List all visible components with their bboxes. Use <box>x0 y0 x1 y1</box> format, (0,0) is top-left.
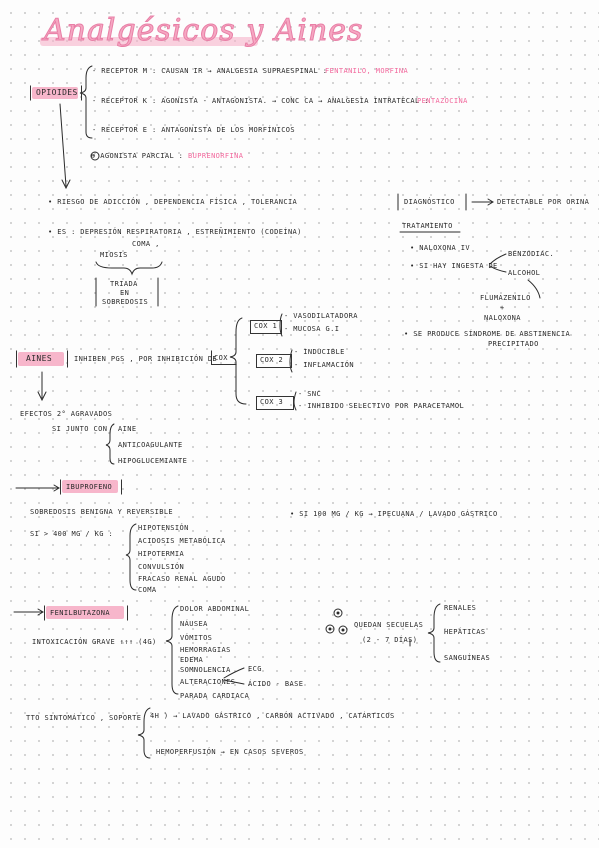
tratamiento-label: Tratamiento <box>402 222 453 230</box>
receptor-mu: - receptor µ : causan Ir → analgesia sup… <box>92 67 328 75</box>
plus-sign: + <box>500 304 505 312</box>
alcohol: alcohol <box>508 269 541 277</box>
symptom-3: vómitos <box>180 634 213 642</box>
symptom-6: somnolencia <box>180 666 231 674</box>
title-highlight <box>40 37 258 46</box>
triada-text-1: triada <box>110 280 138 288</box>
dosis-400: si > 400 mg / kg : <box>30 530 114 538</box>
opioides-highlight <box>32 87 78 99</box>
tto-sintomatico: TTO sintomático , soporte <box>26 714 142 722</box>
ibuprofeno-effect-1: hipotensión <box>138 524 189 532</box>
receptor-epsilon: - receptor E : antagonista de los morfín… <box>92 126 296 134</box>
naloxona-line: • naloxona IV <box>410 244 470 252</box>
ibuprofeno-effect-6: coma <box>138 586 157 594</box>
riesgo-line: • riesgo de adicción , dependencia físic… <box>48 198 298 206</box>
aines-highlight <box>18 352 64 366</box>
cox1-box <box>250 320 282 334</box>
cox3-label: COX 3 <box>260 398 284 406</box>
cox2-box <box>256 354 292 368</box>
fenilbutazona-highlight <box>46 606 124 619</box>
naloxona-2: naloxona <box>484 314 521 322</box>
cox3-box <box>256 396 294 410</box>
aines-text: inhiben PGs , por inhibición de <box>74 355 218 363</box>
si-junto-con: si junto con <box>52 425 108 433</box>
cox2-label: COX 2 <box>260 356 284 364</box>
benzodiacepinas: benzodiac. <box>508 250 555 258</box>
ecg: ECG <box>248 665 262 673</box>
receptor-mu-examples: fentanilo, morfina <box>325 67 409 75</box>
coma-text: coma , <box>132 240 160 248</box>
ibuprofeno-effect-4: convulsión <box>138 563 185 571</box>
fenilbutazona-label: Fenilbutazona <box>50 609 110 617</box>
secuela-renales: renales <box>444 604 477 612</box>
si-100-mg: • si 100 mg / kg → ipecuana / lavado gás… <box>290 510 498 518</box>
ibuprofeno-label: Ibuprofeno <box>66 483 113 491</box>
symptom-8: parada cardiaca <box>180 692 250 700</box>
ibuprofeno-effect-3: hipotermia <box>138 550 185 558</box>
ibuprofeno-effect-2: acidosis metabólica <box>138 537 226 545</box>
intoxicacion-grave: intoxicación grave ↑↑↑ (4g) <box>32 638 157 646</box>
fenilbutazona-box <box>44 605 128 621</box>
efecto-anticoagulante: anticoagulante <box>118 441 183 449</box>
ibuprofeno-effect-5: fracaso renal agudo <box>138 575 226 583</box>
sobredosis-benigna: sobredosis benigna y reversible <box>30 508 174 516</box>
sindrome-precipitado: precipitado <box>488 340 539 348</box>
secuela-sanguineas: sanguíneas <box>444 654 491 662</box>
efecto-aine: Aine <box>118 425 137 433</box>
symptom-2: náusea <box>180 620 208 628</box>
cox2-a: - inducible <box>294 348 345 356</box>
ibuprofeno-highlight <box>62 480 118 493</box>
opioides-label: Opioides <box>36 88 78 97</box>
diagnostico-text: detectable por orina <box>497 198 590 206</box>
receptor-kappa: - receptor K : agonista - antagonista. →… <box>92 97 429 105</box>
cox1-b: - mucosa G.I <box>284 325 340 333</box>
sindrome-abstinencia: • se produce síndrome de abstinencia <box>404 330 571 338</box>
aines-box <box>16 350 68 368</box>
symptom-1: dolor abdominal <box>180 605 250 613</box>
cox1-a: - vasodilatadora <box>284 312 358 320</box>
flumazenilo: flumazenilo <box>480 294 531 302</box>
cox3-b: - inhibido selectivo por paracetamol <box>298 402 465 410</box>
symptom-5: edema <box>180 656 204 664</box>
tto-lavado: 4h ) → lavado gástrico , carbón activado… <box>150 712 395 720</box>
page-title: Analgésicos y Aines <box>43 13 364 48</box>
si-hay-ingesta: • si hay ingesta de <box>410 262 498 270</box>
quedan-secuelas: quedan secuelas <box>354 621 424 629</box>
triada-text-3: sobredosis <box>102 298 149 306</box>
cox-box <box>211 350 237 365</box>
symptom-7: alteraciones <box>180 678 236 686</box>
tto-hemoperfusion: hemoperfusión → en casos severos <box>156 748 304 756</box>
opioides-box <box>30 85 82 101</box>
agonista-parcial: ⊕ agonista parcial : <box>91 152 184 160</box>
agonista-parcial-example: buprenorfina <box>188 152 244 160</box>
miosis-text: miosis <box>100 251 128 259</box>
aines-label: Aines <box>26 354 53 363</box>
cox3-a: - SNC <box>298 390 322 398</box>
triada-text-2: en <box>120 289 130 297</box>
efecto-hipoglucemiante: hipoglucemiante <box>118 457 188 465</box>
cox2-b: - inflamación <box>294 361 354 369</box>
ibuprofeno-box <box>60 479 122 495</box>
diagnostico-label: Diagnóstico <box>404 198 455 206</box>
secuela-hepaticas: hepáticas <box>444 628 486 636</box>
secuelas-dias: (2 - 7 días) <box>362 636 418 644</box>
receptor-kappa-example: pentazocina <box>417 97 468 105</box>
symptom-4: hemorragias <box>180 646 231 654</box>
efectos-secundarios-line: • es : depresión respiratoria , estreñim… <box>48 228 302 236</box>
cox1-label: COX 1 <box>254 322 278 330</box>
efectos-agravados: efectos 2° agravados <box>20 410 113 418</box>
cox-label: COX <box>214 354 228 362</box>
acido-base: ácido - base <box>248 680 304 688</box>
